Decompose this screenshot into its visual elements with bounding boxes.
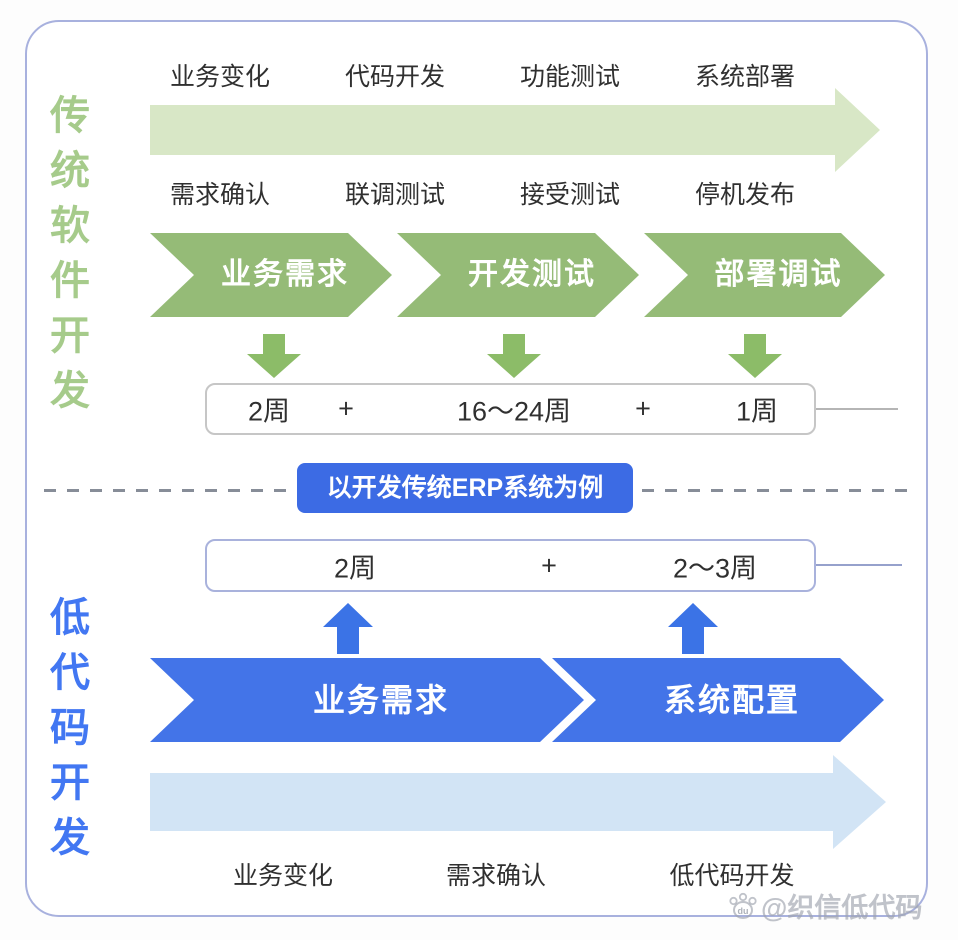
duration-value: 2～3周 [672, 553, 758, 583]
lowcode-stage-chevron: 系统配置 [552, 658, 884, 742]
watermark: du @织信低代码 [728, 886, 922, 925]
title-char: 代 [50, 651, 90, 695]
title-char: 传 [50, 94, 90, 138]
title-char: 发 [50, 816, 90, 860]
title-char: 开 [50, 761, 90, 805]
title-char: 件 [50, 259, 90, 303]
traditional-mid-label: 接受测试 [519, 181, 621, 209]
baidu-paw-icon: du [728, 890, 758, 922]
connector-line [816, 564, 902, 566]
title-char: 低 [50, 596, 90, 640]
traditional-mid-label: 联调测试 [344, 181, 446, 209]
traditional-flow-arrow-icon [150, 88, 880, 177]
down-arrow-icon [728, 334, 782, 383]
traditional-mid-label: 停机发布 [694, 181, 796, 209]
lowcode-bottom-label: 低代码开发 [669, 862, 795, 890]
duration-value: 16～24周 [456, 396, 572, 427]
lowcode-bottom-label: 业务变化 [232, 862, 334, 890]
plus-sign: + [338, 393, 354, 424]
traditional-section-title: 传 统 软 件 开 发 [46, 96, 94, 411]
connector-line [816, 408, 898, 410]
title-char: 发 [50, 369, 90, 413]
lowcode-stage-chevron: 业务需求 [150, 658, 584, 742]
title-char: 开 [50, 314, 90, 358]
traditional-top-label: 业务变化 [169, 63, 271, 91]
traditional-top-label: 功能测试 [519, 63, 621, 91]
traditional-top-label: 系统部署 [694, 63, 796, 91]
duration-value: 2周 [247, 396, 291, 427]
lowcode-flow-arrow-icon [150, 755, 886, 854]
up-arrow-icon [668, 603, 718, 659]
lowcode-bottom-label: 需求确认 [445, 862, 547, 890]
title-char: 统 [50, 149, 90, 193]
lowcode-section-title: 低 代 码 开 发 [46, 598, 94, 858]
watermark-text: @织信低代码 [761, 893, 923, 923]
title-char: 软 [50, 204, 90, 248]
duration-value: 1周 [735, 396, 779, 427]
traditional-duration-box: 2周 + 16～24周 + 1周 [205, 383, 816, 435]
plus-sign: + [541, 550, 557, 580]
down-arrow-icon [487, 334, 541, 383]
up-arrow-icon [323, 603, 373, 659]
lowcode-duration-box: 2周 + 2～3周 [205, 539, 816, 592]
plus-sign: + [635, 393, 651, 424]
title-char: 码 [50, 706, 90, 750]
svg-text:du: du [738, 906, 749, 916]
traditional-mid-label: 需求确认 [169, 181, 271, 209]
duration-value: 2周 [333, 553, 377, 583]
traditional-top-label: 代码开发 [344, 63, 446, 91]
example-badge: 以开发传统ERP系统为例 [297, 463, 633, 513]
down-arrow-icon [247, 334, 301, 383]
